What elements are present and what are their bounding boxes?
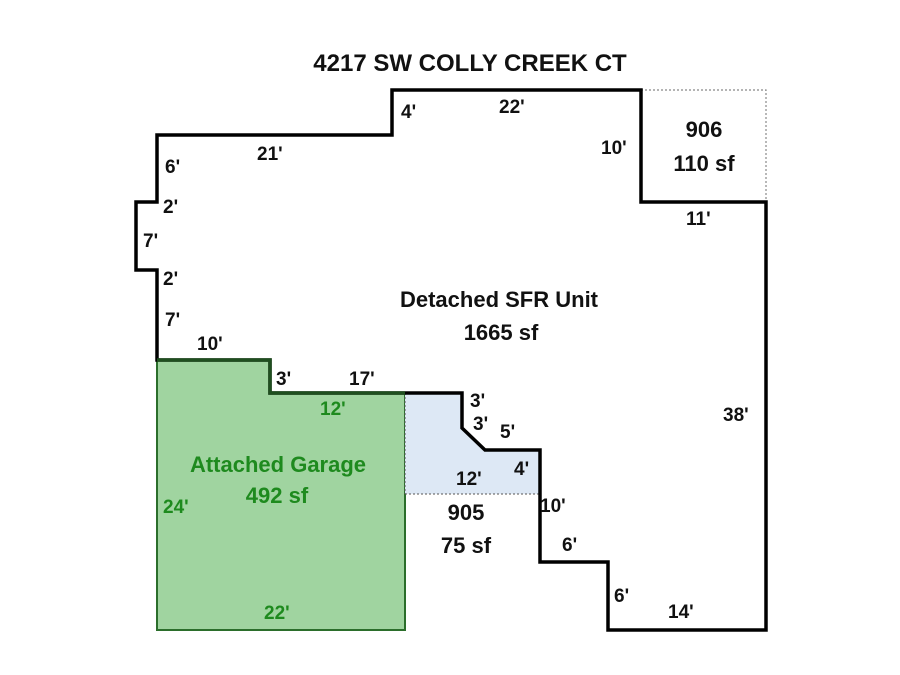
area-906-region (641, 89, 767, 202)
garage-name: Attached Garage (190, 452, 366, 477)
dim-label: 3' (276, 369, 291, 390)
area-906-area: 110 sf (673, 151, 735, 176)
dim-label: 10' (540, 496, 566, 517)
address-title: 4217 SW COLLY CREEK CT (313, 50, 627, 77)
dim-label: 21' (257, 144, 283, 165)
area-905-region (405, 393, 540, 494)
garage-dim-label: 12' (320, 399, 346, 420)
garage-dim-label: 24' (163, 497, 189, 518)
area-905-area: 75 sf (441, 533, 492, 558)
garage-dim-label: 22' (264, 603, 290, 624)
dim-label: 6' (165, 157, 180, 178)
dim-label: 10' (197, 334, 223, 355)
garage-area: 492 sf (246, 483, 309, 508)
dim-label: 10' (601, 138, 627, 159)
dim-label: 2' (163, 197, 178, 218)
dim-label: 17' (349, 369, 375, 390)
dim-label: 22' (499, 97, 525, 118)
dim-label: 5' (500, 422, 515, 443)
dim-label: 7' (165, 310, 180, 331)
dim-label: 4' (401, 102, 416, 123)
dim-label: 14' (668, 602, 694, 623)
dim-label: 3' (473, 414, 488, 435)
area-906-name: 906 (686, 117, 723, 142)
dim-label: 3' (470, 391, 485, 412)
dim-label: 4' (514, 459, 529, 480)
area-905-name: 905 (448, 500, 485, 525)
garage-top-edge (157, 358, 405, 395)
main-unit-area: 1665 sf (464, 320, 539, 345)
area-905-dim-label: 12' (456, 469, 482, 490)
main-unit-outline (134, 88, 768, 632)
dim-label: 6' (562, 535, 577, 556)
main-unit-name: Detached SFR Unit (400, 287, 599, 312)
dim-label: 11' (686, 209, 711, 230)
dim-label: 2' (163, 269, 178, 290)
dim-label: 38' (723, 405, 749, 426)
dim-label: 6' (614, 586, 629, 607)
dim-label: 7' (143, 231, 158, 252)
